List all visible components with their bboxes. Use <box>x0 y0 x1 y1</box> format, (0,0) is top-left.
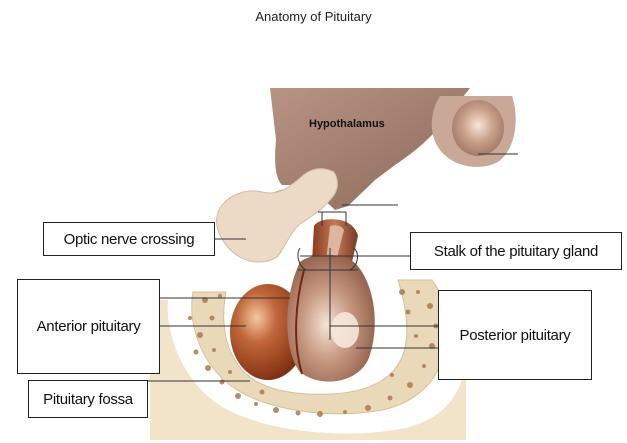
posterior-pituitary-lobe <box>287 255 375 382</box>
hypothalamus-label: Hypothalamus <box>309 118 385 130</box>
pituitary-fossa-label: Pituitary fossa <box>28 380 148 418</box>
stalk-label: Stalk of the pituitary gland <box>410 232 622 270</box>
diagram-title: Anatomy of Pituitary <box>0 9 627 24</box>
posterior-pituitary-label: Posterior pituitary <box>438 290 592 380</box>
optic-nerve-crossing-label: Optic nerve crossing <box>43 222 215 256</box>
anterior-pituitary-label: Anterior pituitary <box>17 279 160 374</box>
